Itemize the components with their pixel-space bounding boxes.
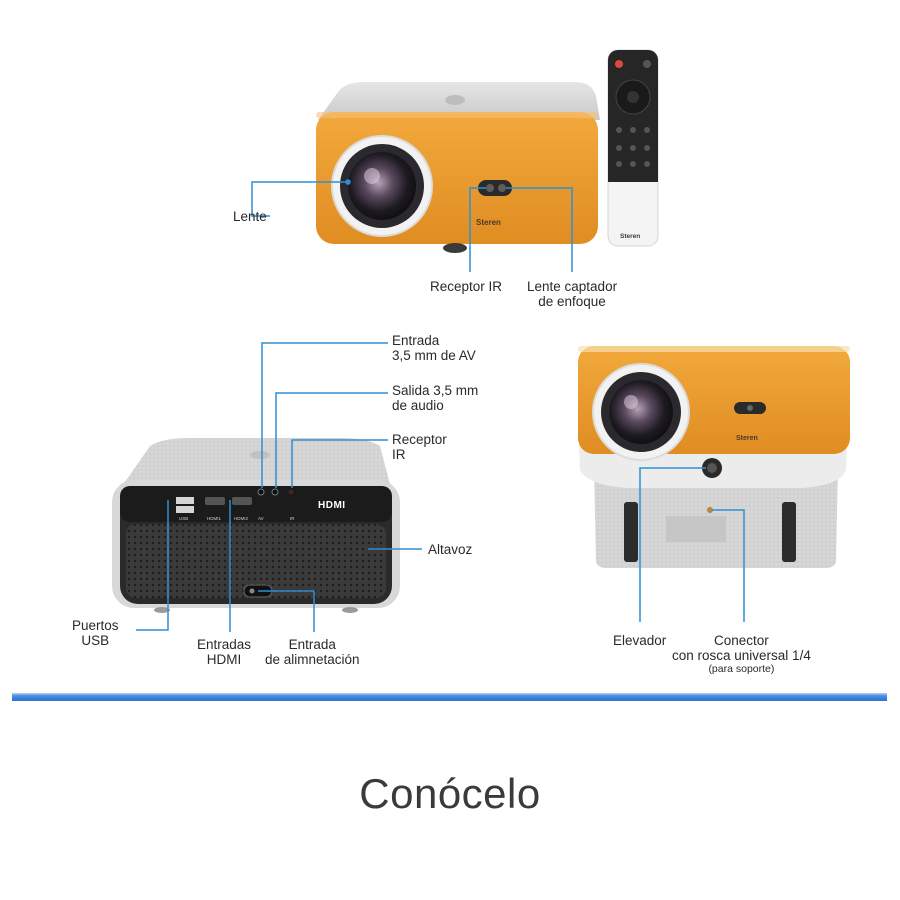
callout-entradas-hdmi: Entradas HDMI [197,637,252,667]
callout-receptor-ir-front: Receptor IR [430,279,503,294]
bottom-projector: Steren [578,346,850,568]
page-title: Conócelo [359,770,541,817]
port-label-ir: IR [290,516,295,521]
port-label-hdmi1: HDMI1 [207,516,221,521]
port-label-hdmi2: HDMI2 [234,516,248,521]
hdmi-logo: HDMI [318,500,346,511]
section-divider [12,693,887,701]
callout-receptor-ir-back: Receptor IR [392,432,447,462]
callout-conector: Conector con rosca universal 1/4 (para s… [672,633,811,675]
projector-diagram: Steren Steren [112,49,850,632]
back-projector: USB HDMI1 HDMI2 AV IR HDMI [112,438,400,613]
bottom-brand-text: Steren [736,435,758,442]
remote-brand-text: Steren [620,233,640,240]
callout-entrada-alimentacion: Entrada de alimnetación [265,637,360,667]
callout-entrada-av: Entrada 3,5 mm de AV [392,333,476,363]
front-projector: Steren [316,82,600,253]
callout-lente: Lente [233,209,267,224]
port-label-av: AV [258,516,264,521]
front-brand-text: Steren [476,218,501,227]
remote-control: Steren [607,49,659,247]
front-callout-lines [251,179,573,272]
bottom-callout-lines [639,467,745,622]
callout-altavoz: Altavoz [428,542,473,557]
back-callout-lines [136,342,422,632]
callout-salida-audio: Salida 3,5 mm de audio [392,383,479,413]
callout-puertos-usb: Puertos USB [72,618,119,648]
callout-elevador: Elevador [613,633,667,648]
callout-lente-captador: Lente captador de enfoque [527,279,618,309]
port-label-usb: USB [179,516,188,521]
